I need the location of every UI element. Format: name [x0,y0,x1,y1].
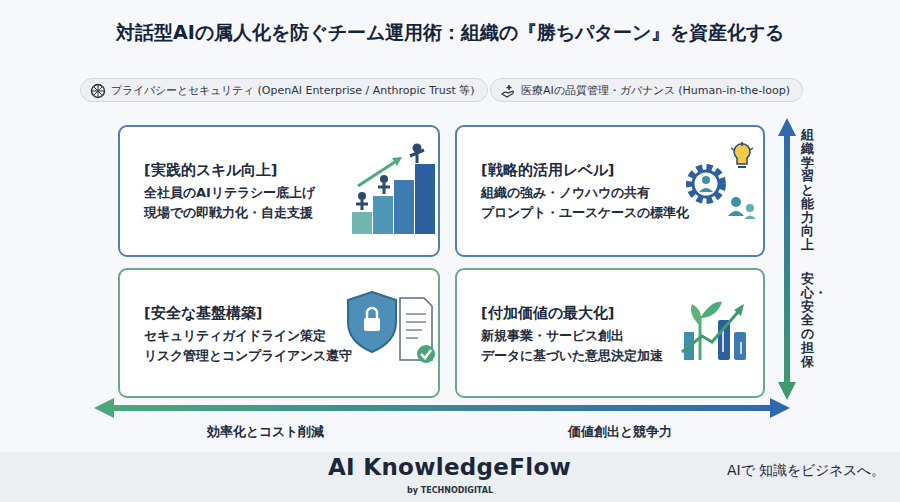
drawing-part [415,164,435,234]
drawing-part [700,302,722,318]
drawing-part [699,188,713,192]
drawing-part [682,312,738,352]
drawing-part [734,332,746,360]
axis-label-vertical: 安心・安全の担保 [801,272,814,368]
drawing-part [352,212,372,234]
horizontal-axis-arrow [94,398,790,418]
box-body: 全社員のAIリテラシー底上げ 現場での即戦力化・自走支援 [144,183,359,223]
stairs-icon [352,144,435,235]
drawing-part [734,304,744,316]
drawing-part [702,176,710,184]
tag-pill: 医療AIの品質管理・ガバナンス (Human-in-the-loop) [490,78,803,102]
axis-label-vertical: 組織学習と能力向上 [801,128,814,252]
box-body: 組織の強み・ノウハウの共有 プロンプト・ユースケースの標準化 [481,183,703,223]
box-heading: [実践的スキル向上] [144,161,359,180]
drawing-part [410,150,424,163]
drawing-part [689,167,723,201]
vertical-axis-arrow [778,118,796,400]
panel-fill [455,268,765,398]
panel-fill [455,125,765,257]
drawing-part [348,292,396,352]
drawing-part [94,398,114,418]
drawing-part [358,160,398,186]
pill-icon [500,83,516,99]
drawing-part [734,144,750,164]
drawing-part [723,328,741,354]
footer-text: by TECHNODIGITAL [407,486,493,495]
tag-text: プライバシーとセキュリティ (OpenAI Enterprise / Anthr… [111,83,475,98]
drawing-part [378,183,390,194]
drawing-part [421,350,431,358]
axis-label: 価値創出と競争力 [568,423,672,441]
box-body: 新規事業・サービス創出 データに基づいた意思決定加速 [481,326,703,366]
drawing-part [92,85,105,98]
footer-band [0,452,900,502]
drawing-part [380,175,388,183]
drawing-part [417,345,435,363]
drawing-part [394,180,414,234]
drawing-part [784,134,790,386]
drawing-part [406,314,426,338]
axis-label: 効率化とコスト削減 [207,423,324,441]
drawing-part [373,196,393,234]
panel-fill [118,268,440,398]
box-body: セキュリティガイドライン策定 リスク管理とコンプライアンス遵守 [144,326,359,366]
drawing-part [731,142,753,150]
box-heading: [付加価値の最大化] [481,304,703,323]
drawing-part [693,171,719,197]
drawing-part [744,216,756,220]
pill-icon [90,83,106,99]
quadrant-box: [付加価値の最大化] 新規事業・サービス創出 データに基づいた意思決定加速 [455,268,765,398]
drawing-part [356,200,368,210]
drawing-part [112,405,772,411]
tag-text: 医療AIの品質管理・ガバナンス (Human-in-the-loop) [521,83,790,98]
quadrant-box: [戦略的活用レベル] 組織の強み・ノウハウの共有 プロンプト・ユースケースの標準化 [455,125,765,257]
drawing-part [778,382,796,400]
shield-document-icon [348,292,435,363]
drawing-part [728,211,744,216]
drawing-part [778,118,796,136]
footer-text: AI KnowledgeFlow [328,454,571,480]
gear-icon [689,142,756,219]
quadrant-box: [実践的スキル向上] 全社員のAIリテラシー底上げ 現場での即戦力化・自走支援 [118,125,440,257]
drawing-part [367,308,377,318]
drawing-part [507,85,512,90]
panel-fill [118,125,440,257]
box-heading: [戦略的活用レベル] [481,161,703,180]
footer-text: AIで 知識をビジネスへ。 [727,462,885,480]
drawing-part [358,192,366,200]
drawing-part [691,304,701,326]
drawing-part [364,318,380,331]
tag-pill: プライバシーとセキュリティ (OpenAI Enterprise / Anthr… [80,78,488,102]
drawing-part [746,204,754,212]
drawing-part [770,398,790,418]
drawing-part [392,157,402,166]
box-heading: [安全な基盤構築] [144,304,359,323]
quadrant-box: [安全な基盤構築] セキュリティガイドライン策定 リスク管理とコンプライアンス遵守 [118,268,440,398]
drawing-part [731,197,741,207]
growth-icon [682,302,746,360]
drawing-part [502,91,513,97]
drawing-part [92,85,104,97]
title: 対話型AIの属人化を防ぐチーム運用術：組織の『勝ちパターン』を資産化する [0,20,900,46]
drawing-part [738,166,746,168]
